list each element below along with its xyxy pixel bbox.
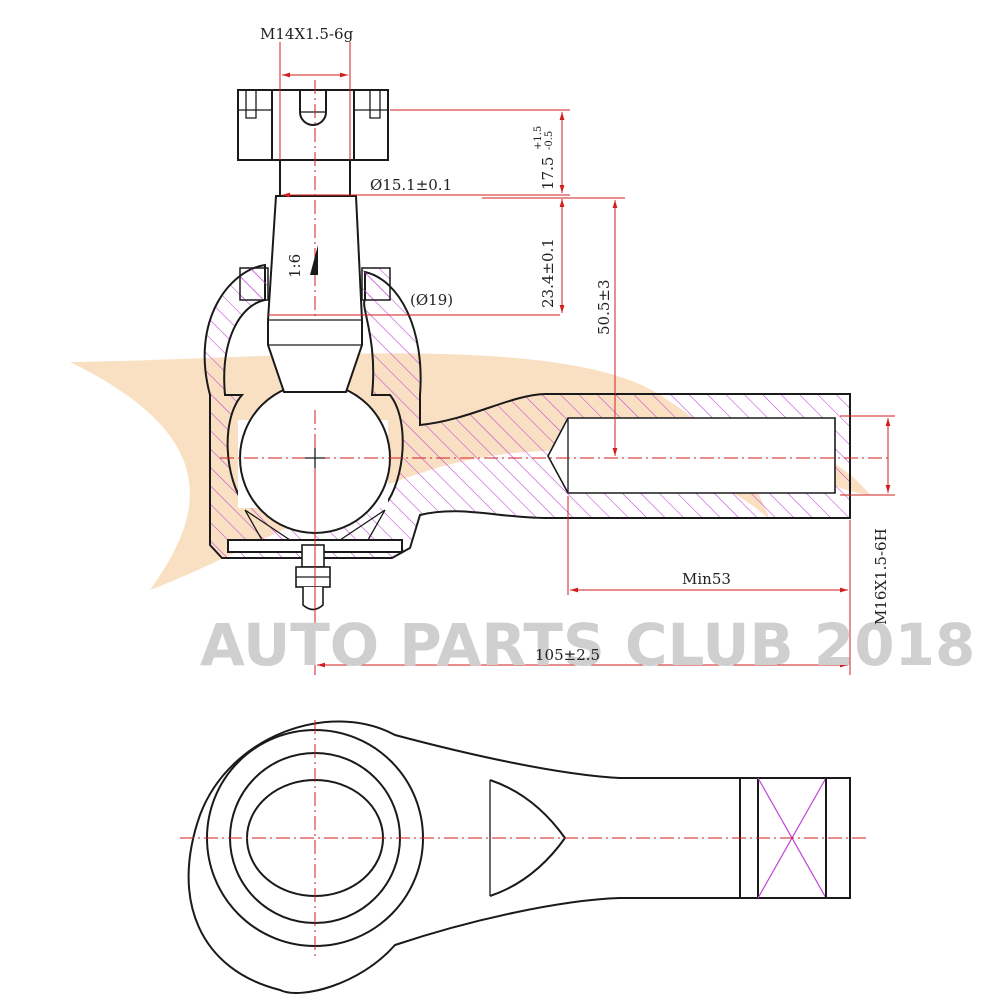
dim-nut-height-group: 17.5 +1.5 -0.5 (533, 126, 557, 190)
dust-boot (239, 267, 269, 301)
dim-stud-to-axis: 50.5±3 (595, 279, 613, 335)
spring-seat (244, 509, 386, 541)
grease-fitting (295, 544, 331, 611)
dim-stud-diameter: Ø15.1±0.1 (370, 176, 452, 194)
dim-nut-height-tol-lower: -0.5 (544, 131, 555, 150)
dim-nut-height: 17.5 (539, 157, 557, 190)
thread-bore (547, 417, 836, 494)
top-view-outline (187, 720, 851, 994)
dim-ball-diameter: (Ø19) (410, 291, 453, 309)
watermark-text: AUTO PARTS CLUB 2018 (200, 611, 975, 679)
dim-thread-stud: M14X1.5-6g (260, 25, 354, 43)
ball-stud (267, 195, 363, 393)
dim-internal-thread: M16X1.5-6H (872, 528, 890, 625)
top-view (180, 720, 870, 994)
castle-nut (237, 89, 389, 161)
dust-boot-right (361, 267, 391, 301)
dim-thread-depth: Min53 (682, 570, 731, 588)
taper-arrow-icon (310, 245, 318, 275)
dim-nut-height-tol-upper: +1.5 (533, 126, 544, 150)
dim-taper-ratio: 1:6 (286, 254, 304, 278)
dimension-lines (268, 42, 895, 675)
dim-taper-length: 23.4±0.1 (539, 238, 557, 308)
dim-overall-length: 105±2.5 (535, 646, 600, 664)
